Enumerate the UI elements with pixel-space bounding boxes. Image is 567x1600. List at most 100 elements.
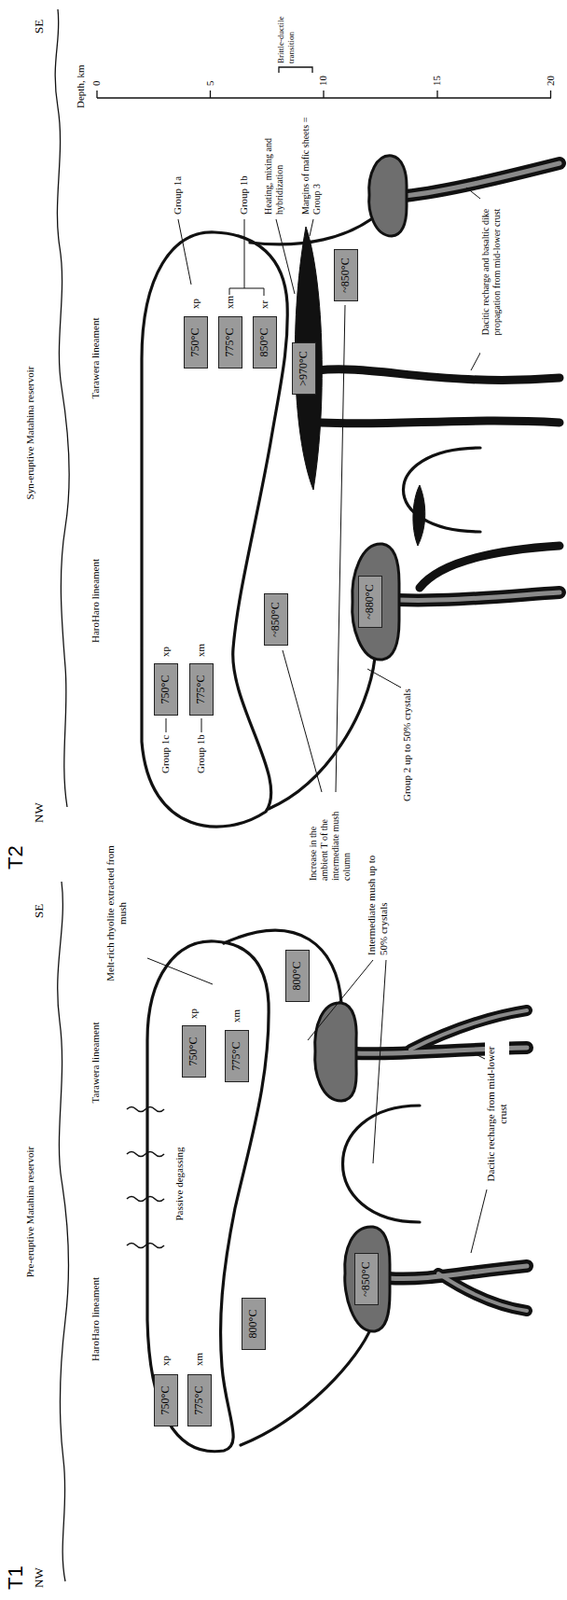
temperature-text: 800°C [290,961,305,991]
leader-line [307,959,374,1040]
dike-stem [438,1272,527,1311]
temperature-box: 750°C [153,663,179,716]
compass-label: SE [31,18,47,35]
temperature-box: ~850°C [263,593,289,646]
temperature-box: 775°C [218,316,243,369]
temperature-text: ~850°C [269,601,283,637]
annotation-label: Group 2 up to 50% crystals [401,660,414,803]
leader-line [147,957,213,984]
dike-stem [397,592,560,600]
mafic-sheet [294,226,322,490]
panel-title: Syn-eruptive Matahina reservoir [24,329,37,537]
mush-boundary [249,219,372,245]
lineament-label: Tarawera lineament [89,301,102,415]
temperature-box: 775°C [189,663,214,716]
temperature-text: ~850°C [339,257,353,292]
temperature-text: 775°C [230,1041,244,1071]
temperature-text: ~880°C [363,583,377,619]
axis-title: Depth, km [74,64,87,110]
panel-title: Pre-eruptive Matahina reservoir [24,1107,37,1315]
annotation-label: Dacitic recharge from mid-lower crust [484,1037,510,1190]
dike-stem-core [438,1272,527,1311]
panel-label: T1 [3,1563,28,1591]
crystal-label: xr [258,299,271,310]
dacitic-recharge-body [345,1226,390,1331]
temperature-text: 850°C [258,328,272,358]
dacitic-recharge-body [369,155,407,236]
annotation-label: Heating, mixing and hybridization [262,109,286,216]
leader-line [201,718,203,733]
temperature-text: >970°C [297,350,311,387]
temperature-text: 775°C [194,675,208,705]
temperature-text: 750°C [159,675,173,705]
temperature-text: ~850°C [359,1260,374,1296]
depth-ticks [96,90,552,98]
temperature-text: 800°C [247,1309,261,1339]
temperature-box: 850°C [252,316,277,369]
dike-stem-core [397,592,560,600]
temperature-text: 750°C [187,1037,201,1066]
compass-label: NW [31,801,47,824]
basaltic-dike [419,545,560,588]
leader-line [309,219,314,236]
crystal-label: xm [223,294,236,310]
bracket [278,67,313,73]
dike-stem [387,1265,527,1279]
temperature-text: 750°C [189,328,203,358]
crystal-label: xp [159,1354,172,1367]
temperature-box: 775°C [187,1373,212,1426]
axis-tick-label: 5 [204,80,217,88]
group-label: Group 1c [159,733,172,775]
temperature-text: 750°C [159,1385,173,1415]
leader-line [282,649,322,792]
annotation-label: Margins of mafic sheets = Group 3 [300,109,323,216]
crystal-label: xp [189,297,202,310]
degassing-mark [126,1243,165,1248]
leader-line [367,668,402,688]
mush-arch [343,1105,421,1222]
temperature-box: 750°C [181,1024,207,1078]
mush-boundary [268,657,375,809]
compass-label: NW [31,1565,47,1589]
dacitic-recharge-body [352,543,400,660]
axis-tick-label: 20 [544,74,557,87]
degassing-mark [126,1196,165,1202]
annotation-label: Dacitic recharge and basaltic dike propa… [480,189,503,355]
dacitic-recharge-body [315,1002,357,1101]
group-label: Group 1b [194,732,208,775]
mush-boundary [223,929,342,1003]
temperature-box: 775°C [224,1029,249,1082]
reservoir-outline [141,232,288,827]
degassing-mark [126,1151,165,1157]
lineament-label: Tarawera lineament [89,1005,102,1120]
bracket [229,219,264,296]
crystal-label: xm [230,1008,243,1024]
annotation-label: Increase in the ambient T of the interme… [307,793,353,882]
temperature-box: ~850°C [333,248,359,302]
group-label: Group 1b [237,174,250,216]
crystal-label: xp [159,645,172,658]
crystal-label: xp [187,1007,200,1020]
topography-line [55,9,70,807]
leader-line [373,959,387,1163]
annotation-label: Melt-rich rhyolite extracted from mush [104,832,129,994]
temperature-text: 775°C [193,1385,207,1415]
group-label: Group 1a [171,175,184,216]
basaltic-dike [317,369,560,381]
axis-tick-label: 15 [430,74,443,87]
reservoir-outline [147,940,269,1452]
temperature-text: 775°C [223,328,237,358]
basaltic-dike [320,420,560,424]
panel-label: T2 [3,843,28,871]
leader-line [276,219,295,294]
temperature-box: ~880°C [358,575,383,628]
axis-tick-label: 10 [317,74,330,87]
leader-line [178,219,192,285]
axis-annotation: Brittle-ductile transition [276,2,297,65]
crystal-label: xm [193,1351,206,1367]
degassing-mark [126,1106,165,1112]
temperature-box: >970°C [291,342,317,395]
compass-label: SE [31,902,47,919]
mafic-sheet [413,484,426,546]
